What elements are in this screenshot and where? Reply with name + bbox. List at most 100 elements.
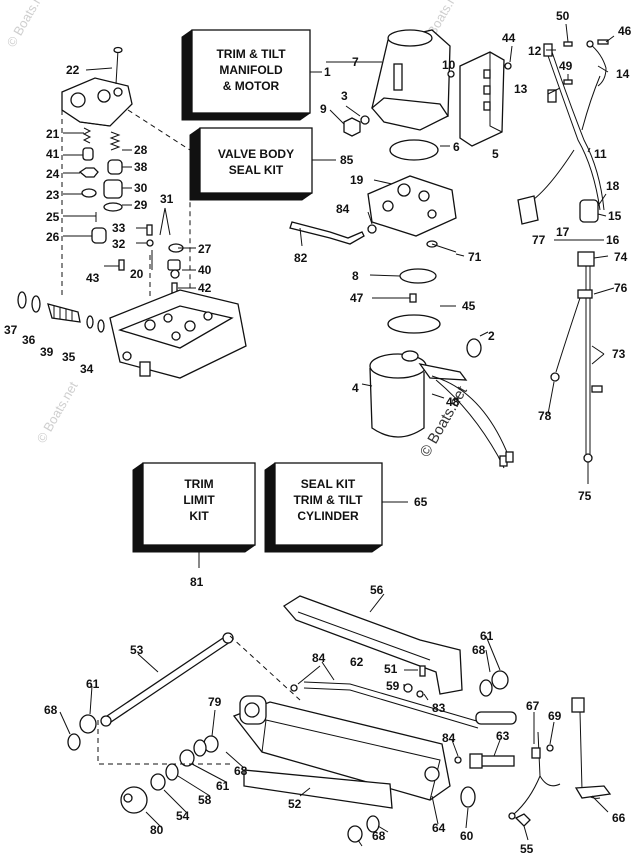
oring-36 [31, 295, 41, 313]
washer-58 [165, 763, 179, 781]
callout: 60 [460, 829, 474, 843]
callout: 16 [606, 233, 620, 247]
ring-35 [86, 315, 94, 329]
screw-10 [447, 70, 455, 78]
bushing-68-mid [193, 739, 207, 757]
svg-text:MANIFOLD: MANIFOLD [219, 63, 283, 77]
callout: 59 [386, 679, 400, 693]
callout: 25 [46, 210, 60, 224]
callout: 53 [130, 643, 144, 657]
callout: 83 [432, 701, 446, 715]
callout: 41 [46, 147, 60, 161]
screw-33 [146, 224, 153, 236]
bushing-61-mid [179, 749, 195, 767]
svg-text:SEAL KIT: SEAL KIT [229, 163, 284, 177]
callout: 84 [312, 651, 326, 665]
motor-4 [369, 350, 514, 469]
callout: 24 [46, 167, 60, 181]
callout: 26 [46, 230, 60, 244]
oring-37 [17, 291, 27, 309]
callout: 68 [472, 643, 486, 657]
callout: 61 [86, 677, 100, 691]
callout: 33 [112, 221, 126, 235]
svg-text:TRIM: TRIM [184, 477, 213, 491]
kit-box-seal-trim-tilt-cylinder: SEAL KIT TRIM & TILT CYLINDER [264, 462, 383, 553]
callout: 13 [514, 82, 528, 96]
oring-84-bot [454, 756, 462, 764]
callout: 54 [176, 809, 190, 823]
callout: 5 [492, 147, 499, 161]
callout-labels: 1 2 3 4 5 6 7 8 9 10 11 12 13 14 15 16 1… [4, 9, 632, 856]
callout: 76 [614, 281, 628, 295]
callout: 38 [134, 160, 148, 174]
callout: 48 [446, 395, 460, 409]
callout: 6 [453, 140, 460, 154]
ring-34 [97, 319, 105, 333]
valve-body-19 [367, 175, 457, 237]
callout: 67 [526, 699, 540, 713]
cap-80 [120, 786, 148, 814]
spring-28 [109, 131, 121, 151]
wire-harness [517, 43, 605, 463]
callout: 79 [208, 695, 222, 709]
screw-46 [597, 39, 609, 45]
part-40b [170, 269, 180, 279]
callout: 84 [442, 731, 456, 745]
watermark: © Boats.net [4, 0, 51, 49]
callout: 2 [488, 329, 495, 343]
kit-box-manifold-motor: TRIM & TILT MANIFOLD & MOTOR [181, 29, 311, 121]
nut-54 [150, 773, 166, 791]
callout: 7 [352, 55, 359, 69]
callout: 28 [134, 143, 148, 157]
callout: 45 [462, 299, 476, 313]
spring-21 [82, 127, 92, 144]
clamp-8 [399, 268, 437, 284]
callout: 61 [480, 629, 494, 643]
callout: 69 [548, 709, 562, 723]
callout: 75 [578, 489, 592, 503]
callout: 68 [44, 703, 58, 717]
bushing-61-left [79, 714, 97, 734]
oring-84-mid [290, 684, 298, 692]
svg-text:LIMIT: LIMIT [183, 493, 215, 507]
callout: 20 [130, 267, 144, 281]
part-40 [167, 259, 181, 271]
svg-text:& MOTOR: & MOTOR [223, 79, 280, 93]
callout: 11 [594, 147, 607, 161]
plug-60 [460, 786, 476, 808]
nut-24 [78, 167, 99, 178]
screw-44 [504, 62, 512, 70]
callout: 47 [350, 291, 364, 305]
screw-50 [563, 41, 573, 47]
sender-lead [508, 697, 612, 820]
callout: 27 [198, 242, 212, 256]
callout: 12 [528, 44, 542, 58]
cylinder-30 [103, 179, 123, 199]
watermark: © Boats.net [417, 383, 471, 460]
bushing-61-bot [347, 825, 363, 843]
callout: 63 [496, 729, 510, 743]
svg-text:TRIM & TILT: TRIM & TILT [293, 493, 363, 507]
callout: 68 [372, 829, 386, 843]
strip-52 [243, 769, 393, 809]
callout: 3 [341, 89, 348, 103]
screw-43 [118, 259, 125, 271]
callout: 65 [414, 495, 428, 509]
callout: 4 [352, 381, 359, 395]
cylinder-64 [232, 695, 451, 801]
bushing-68-right [479, 679, 493, 697]
rod-63 [469, 753, 515, 769]
callout: 29 [134, 198, 148, 212]
svg-text:KIT: KIT [189, 509, 209, 523]
nut-59 [403, 683, 413, 693]
manifold-cover [61, 77, 133, 127]
callout: 56 [370, 583, 384, 597]
callout: 44 [502, 31, 516, 45]
tube-62 [303, 681, 517, 729]
callout: 35 [62, 350, 76, 364]
callout: 1 [324, 65, 331, 79]
kit-box-valve-body-seal: VALVE BODY SEAL KIT [189, 127, 313, 201]
tube-82 [289, 221, 365, 245]
svg-text:CYLINDER: CYLINDER [297, 509, 359, 523]
callout: 42 [198, 281, 212, 295]
